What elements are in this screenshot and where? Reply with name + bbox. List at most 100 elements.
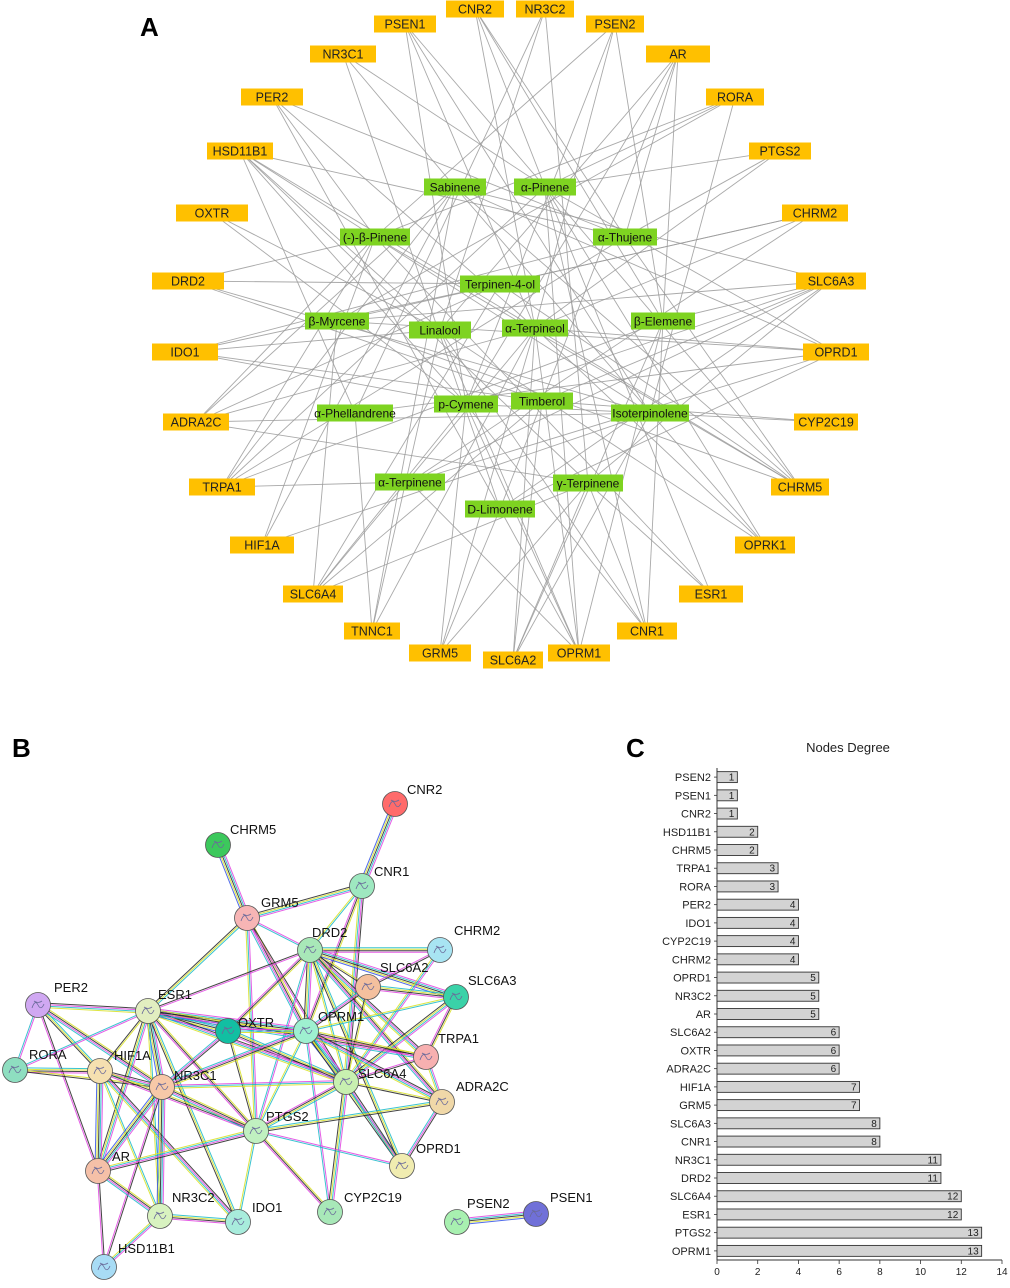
ppi-edge: [256, 1031, 308, 1132]
compound-node-p-cymene: p-Cymene: [434, 395, 498, 413]
target-node-tnnc1: TNNC1: [344, 622, 400, 640]
ppi-edge: [304, 1032, 442, 1105]
protein-node-ido1: IDO1: [225, 1200, 282, 1235]
protein-node-grm5: GRM5: [234, 895, 299, 931]
compound-node-phellandrene: α-Phellandrene: [314, 404, 396, 422]
target-node-label: CNR2: [458, 3, 492, 17]
ppi-edge: [346, 1080, 443, 1102]
ppi-edge: [367, 948, 440, 987]
network-edge: [211, 212, 467, 405]
ppi-edge: [159, 1216, 238, 1224]
target-node-oprk1: OPRK1: [735, 536, 795, 554]
network-edge: [195, 236, 376, 423]
network-edge: [534, 150, 781, 329]
network-edge: [195, 421, 589, 484]
protein-node-ptgs2: PTGS2: [243, 1109, 309, 1144]
network-edge: [439, 329, 648, 632]
compound-node-label: (-)-β-Pinene: [343, 231, 408, 245]
protein-node-slc6a4: SLC6A4: [333, 1066, 406, 1095]
ppi-edge: [368, 985, 457, 997]
ppi-edge: [255, 1130, 331, 1213]
target-node-label: CNR1: [630, 625, 664, 639]
network-edge: [439, 482, 589, 654]
bar-category-label: GRM5: [679, 1100, 711, 1112]
target-node-box: [344, 622, 400, 640]
bar-category-label: HIF1A: [680, 1082, 712, 1094]
network-edge: [409, 481, 580, 654]
ppi-edge: [311, 947, 428, 1056]
compound-node-label: Linalool: [419, 324, 460, 338]
ppi-edge: [148, 1010, 240, 1222]
ppi-edge: [147, 917, 248, 1012]
ppi-edge: [148, 1007, 307, 1029]
ppi-edge: [162, 1082, 347, 1089]
target-node-ar: AR: [646, 45, 710, 63]
target-node-label: GRM5: [422, 647, 458, 661]
compound-node-pinene: α-Pinene: [514, 178, 576, 196]
protein-node-label: SLC6A3: [468, 973, 516, 988]
network-edge: [512, 412, 651, 661]
ppi-edge: [101, 1069, 241, 1221]
network-edge: [544, 186, 648, 632]
ppi-edge: [306, 1029, 427, 1057]
target-node-box: [749, 142, 811, 160]
bar-value-label: 1: [729, 773, 735, 784]
ppi-edge: [306, 997, 457, 1033]
ppi-edge: [305, 1031, 442, 1104]
panel-label-c: C: [626, 733, 645, 763]
protein-structure-glyph: [355, 881, 369, 890]
ppi-edge: [148, 918, 249, 1013]
network-edge: [624, 53, 679, 238]
network-edge: [195, 186, 456, 423]
bar-category-label: OPRM1: [672, 1246, 711, 1258]
ppi-edge: [246, 884, 362, 918]
target-node-label: OPRK1: [744, 539, 786, 553]
protein-node-label: DRD2: [312, 925, 347, 940]
ppi-edge: [256, 1083, 348, 1134]
ppi-edge: [15, 1068, 101, 1071]
target-node-box: [617, 622, 677, 640]
network-edge: [312, 327, 536, 595]
network-edge: [544, 186, 766, 546]
ppi-edge: [160, 1088, 256, 1134]
bar-value-label: 8: [871, 1137, 877, 1148]
network-edge: [404, 23, 467, 405]
target-node-label: HSD11B1: [213, 145, 268, 159]
bar-slc6a2: [716, 1026, 840, 1039]
ppi-edge: [309, 885, 362, 950]
target-node-psen2: PSEN2: [586, 15, 644, 33]
protein-structure-glyph: [419, 1052, 433, 1061]
target-node-label: RORA: [717, 91, 754, 105]
bar-drd2: [716, 1172, 942, 1184]
target-node-box: [409, 644, 471, 662]
ppi-edge: [330, 1082, 348, 1213]
ppi-edge: [305, 995, 456, 1031]
target-node-label: PER2: [256, 91, 289, 105]
compound-node-label: β-Myrcene: [309, 315, 366, 329]
ppi-edge: [255, 1131, 402, 1168]
bar-ptgs2: [716, 1226, 983, 1239]
bar-ido1: [716, 916, 799, 929]
ppi-edge: [256, 1129, 403, 1166]
ppi-edge: [228, 1029, 347, 1082]
bar-value-label: 5: [810, 991, 816, 1002]
compound-node-thujene: α-Thujene: [593, 228, 657, 246]
bar-value-label: 1: [729, 791, 735, 802]
compound-node-label: Isoterpinolene: [612, 407, 688, 421]
ppi-edge: [162, 1084, 258, 1130]
compound-node-terpineol: α-Terpineol: [502, 319, 568, 337]
network-edge: [534, 327, 837, 353]
ppi-edge: [346, 997, 457, 1083]
network-edge: [624, 150, 781, 238]
bar-value-label: 8: [871, 1119, 877, 1130]
ppi-edge: [305, 1030, 427, 1058]
bar-category-label: OPRD1: [673, 973, 711, 985]
compound-node-label: Timberol: [519, 395, 565, 409]
network-edge: [534, 23, 616, 329]
network-edge: [439, 8, 546, 331]
ppi-edge: [305, 1030, 403, 1167]
bar-oxtr: [716, 1044, 840, 1057]
bar-oprm1: [716, 1244, 983, 1257]
network-edge: [184, 351, 543, 402]
